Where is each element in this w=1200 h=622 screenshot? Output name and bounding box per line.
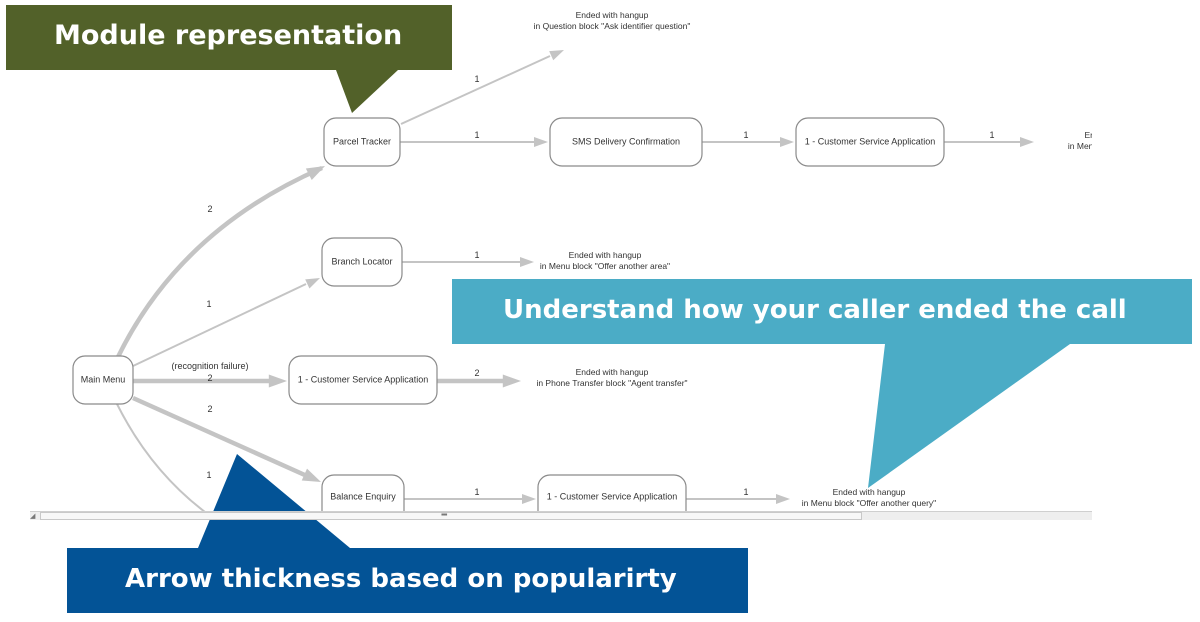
node-label: SMS Delivery Confirmation: [572, 136, 680, 146]
node-label: 1 - Customer Service Application: [805, 136, 936, 146]
edge-line: [116, 403, 206, 512]
endpoint-detail: in Phone Transfer block "Agent transfer": [536, 378, 687, 388]
edge-count-label: 1: [743, 487, 748, 497]
edge-main-menu-to-balance-enquiry[interactable]: 2: [132, 395, 324, 488]
endpoint-title: End: [1084, 130, 1099, 140]
edge-line: [132, 283, 307, 367]
scrollbar-grip-icon: ▪▪▪: [441, 510, 447, 519]
edge-sms-delivery-to-csa-top[interactable]: 1: [702, 130, 794, 147]
endpoint-title: Ended with hangup: [569, 250, 642, 260]
arrow-callout-text: Arrow thickness based on popularirty: [125, 564, 677, 594]
edge-count-label: 1: [206, 470, 211, 480]
arrowhead-icon: [268, 374, 287, 388]
arrowhead-icon: [305, 278, 320, 289]
edge-count-label: 1: [474, 487, 479, 497]
node-csa-mid[interactable]: 1 - Customer Service Application: [288, 355, 438, 405]
edge-line: [132, 395, 308, 479]
edge-count-label: 1: [743, 130, 748, 140]
edge-count-label: 2: [207, 204, 212, 214]
module-callout-shape: [6, 5, 452, 113]
node-label: Parcel Tracker: [333, 136, 391, 146]
edge-parcel-tracker-to-end-ask-id[interactable]: 1: [400, 45, 566, 125]
edge-count-label: 2: [474, 368, 479, 378]
edge-count-label: 2: [207, 404, 212, 414]
arrow-callout-shape: [67, 454, 748, 613]
edge-count-label: 1: [206, 299, 211, 309]
endpoint-title: Ended with hangup: [576, 10, 649, 20]
arrowhead-icon: [520, 257, 534, 267]
edge-csa-bottom-to-end-query[interactable]: 1: [686, 487, 790, 504]
endpoint-title: Ended with hangup: [833, 487, 906, 497]
node-box: [288, 355, 438, 405]
node-main-menu[interactable]: Main Menu: [72, 355, 134, 405]
edge-main-menu-to-csa-mid[interactable]: 2 (recognition failure): [133, 361, 287, 388]
ended-callout-shape: [452, 279, 1192, 488]
arrowhead-icon: [502, 374, 521, 388]
endpoint-detail: in Menu bloc: [1068, 141, 1117, 151]
edge-count-label: 1: [474, 74, 479, 84]
edge-line: [400, 55, 551, 125]
arrowhead-icon: [776, 494, 790, 504]
node-label: Branch Locator: [331, 256, 392, 266]
resize-corner-icon: ◢: [30, 513, 36, 520]
endpoint-detail: in Menu block "Offer another query": [802, 498, 936, 508]
arrowhead-icon: [534, 137, 548, 147]
endpoint-detail: in Menu block "Offer another area": [540, 261, 670, 271]
edge-csa-top-to-end-menu-top[interactable]: 1: [944, 130, 1034, 147]
node-sms-delivery[interactable]: SMS Delivery Confirmation: [549, 117, 703, 167]
edge-balance-enquiry-to-csa-bottom[interactable]: 1: [404, 487, 536, 504]
edge-count-label: 1: [474, 130, 479, 140]
edge-count-label: 2: [207, 373, 212, 383]
endpoint-title: Ended with hangup: [576, 367, 649, 377]
edge-count-label: 1: [989, 130, 994, 140]
node-box: [537, 474, 687, 512]
edge-count-label: 1: [474, 250, 479, 260]
node-box: [321, 474, 405, 512]
edge-main-menu-to-parcel-tracker[interactable]: 2: [115, 160, 328, 358]
edge-branch-locator-to-end-area[interactable]: 1: [402, 250, 534, 267]
arrowhead-icon: [301, 468, 321, 482]
arrowhead-icon: [305, 166, 325, 181]
horizontal-scrollbar[interactable]: ◢ ▪▪▪: [30, 510, 1092, 520]
arrowhead-icon: [1020, 137, 1034, 147]
node-parcel-tracker[interactable]: Parcel Tracker: [323, 117, 401, 167]
edge-csa-mid-to-end-agent[interactable]: 2: [437, 368, 521, 388]
node-label: 1 - Customer Service Application: [298, 374, 429, 384]
module-callout-text: Module representation: [54, 20, 403, 51]
arrowhead-icon: [549, 50, 564, 61]
node-box: [795, 117, 945, 167]
node-label: 1 - Customer Service Application: [547, 491, 678, 501]
scrollbar-thumb[interactable]: ▪▪▪: [40, 510, 862, 520]
node-csa-bottom[interactable]: 1 - Customer Service Application: [537, 474, 687, 523]
node-csa-top[interactable]: 1 - Customer Service Application: [795, 117, 945, 167]
node-label: Balance Enquiry: [330, 491, 396, 501]
node-balance-enquiry[interactable]: Balance Enquiry: [321, 474, 405, 523]
edge-note-label: (recognition failure): [171, 361, 248, 371]
node-box: [323, 117, 401, 167]
arrowhead-icon: [780, 137, 794, 147]
node-box: [321, 237, 403, 287]
edge-line: [115, 165, 323, 358]
edge-parcel-tracker-to-sms-delivery[interactable]: 1: [400, 130, 548, 147]
arrowhead-icon: [522, 494, 536, 504]
node-label: Main Menu: [81, 374, 126, 384]
ended-callout-text: Understand how your caller ended the cal…: [503, 295, 1127, 325]
node-box: [549, 117, 703, 167]
node-branch-locator[interactable]: Branch Locator: [321, 237, 403, 287]
endpoint-detail: in Question block "Ask identifier questi…: [534, 21, 691, 31]
edge-main-menu-to-branch-locator[interactable]: 1: [132, 273, 322, 367]
node-box: [72, 355, 134, 405]
edge-main-menu-to-offscreen[interactable]: 1: [116, 403, 212, 512]
